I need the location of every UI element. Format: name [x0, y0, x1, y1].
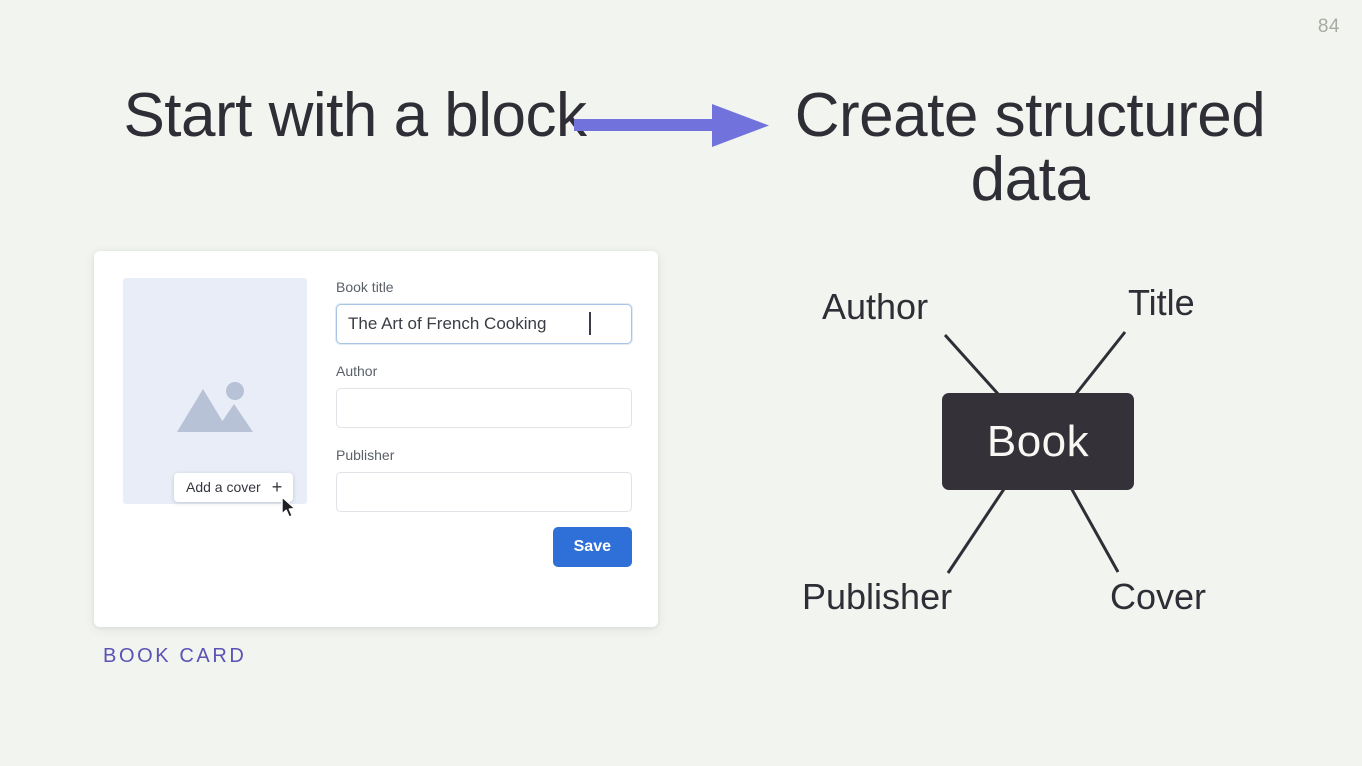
- flow-arrow-icon: [572, 100, 777, 152]
- diagram-node-title: Title: [1128, 282, 1195, 323]
- author-label: Author: [336, 363, 378, 379]
- diagram-node-cover: Cover: [1110, 576, 1207, 617]
- publisher-input[interactable]: [336, 472, 632, 512]
- save-button[interactable]: Save: [552, 527, 632, 567]
- diagram-center-node: Book: [942, 393, 1134, 490]
- cover-placeholder[interactable]: Add a cover +: [123, 278, 307, 518]
- book-card: Add a cover + Book title Author Publishe…: [94, 251, 658, 627]
- plus-icon: +: [271, 477, 283, 497]
- field-group-author: Author: [336, 363, 632, 428]
- add-cover-button[interactable]: Add a cover +: [174, 473, 294, 502]
- field-group-publisher: Publisher: [336, 447, 632, 512]
- field-group-book-title: Book title: [336, 279, 632, 344]
- book-card-caption: BOOK CARD: [103, 645, 247, 667]
- diagram-node-author: Author: [822, 286, 929, 327]
- text-caret: [589, 312, 591, 335]
- book-card-form: Book title Author Publisher Save: [336, 279, 632, 567]
- book-title-label: Book title: [336, 279, 394, 295]
- author-input[interactable]: [336, 388, 632, 428]
- image-placeholder-icon: [173, 378, 257, 443]
- book-title-input[interactable]: [336, 304, 632, 344]
- structure-diagram: Author Title Publisher Cover Book: [780, 270, 1280, 640]
- diagram-node-publisher: Publisher: [802, 576, 953, 617]
- publisher-label: Publisher: [336, 447, 395, 463]
- diagram-center-node-label: Book: [986, 416, 1090, 466]
- heading-left: Start with a block: [123, 81, 587, 150]
- add-cover-label: Add a cover: [186, 479, 261, 495]
- page-number: 84: [1317, 16, 1340, 37]
- heading-right: Create structured data: [794, 81, 1266, 214]
